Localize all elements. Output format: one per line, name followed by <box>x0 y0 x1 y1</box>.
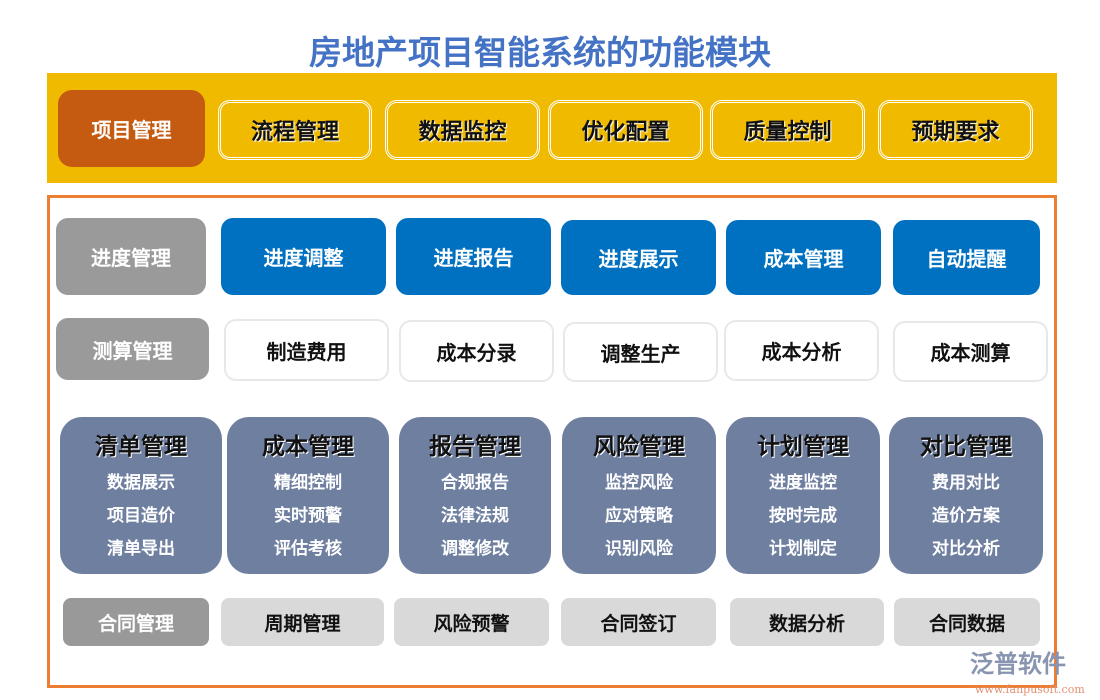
row2-head: 测算管理 <box>56 318 209 380</box>
watermark-url: www.fanpusoft.com <box>975 683 1085 696</box>
module-item: 造价方案 <box>932 506 1000 526</box>
module-item: 调整修改 <box>441 539 509 559</box>
top-item: 预期要求 <box>878 100 1033 160</box>
module-title: 对比管理 <box>920 434 1012 460</box>
module-item: 清单导出 <box>107 539 175 559</box>
row2-item: 调整生产 <box>563 322 718 382</box>
module-item: 项目造价 <box>107 506 175 526</box>
top-main-box: 项目管理 <box>58 90 205 167</box>
top-item: 流程管理 <box>218 100 372 160</box>
row1-item: 自动提醒 <box>893 220 1040 295</box>
row4-head: 合同管理 <box>63 598 209 646</box>
row1-head: 进度管理 <box>56 218 206 295</box>
module-card: 对比管理 费用对比 造价方案 对比分析 <box>889 417 1043 574</box>
row4-item: 周期管理 <box>221 598 384 646</box>
row4-item: 合同数据 <box>894 598 1040 646</box>
top-band <box>47 73 1057 183</box>
module-item: 法律法规 <box>441 506 509 526</box>
module-item: 应对策略 <box>605 506 673 526</box>
top-item: 质量控制 <box>710 100 865 160</box>
module-item: 精细控制 <box>274 473 342 493</box>
module-card: 风险管理 监控风险 应对策略 识别风险 <box>562 417 716 574</box>
row4-item: 数据分析 <box>730 598 884 646</box>
module-item: 数据展示 <box>107 473 175 493</box>
top-item: 数据监控 <box>385 100 540 160</box>
row1-item: 成本管理 <box>726 220 881 295</box>
module-item: 计划制定 <box>769 539 837 559</box>
module-item: 进度监控 <box>769 473 837 493</box>
watermark-logo: 泛普软件 <box>970 650 1066 678</box>
module-item: 实时预警 <box>274 506 342 526</box>
row2-item: 成本分析 <box>724 320 879 381</box>
module-item: 合规报告 <box>441 473 509 493</box>
module-card: 报告管理 合规报告 法律法规 调整修改 <box>399 417 551 574</box>
module-item: 费用对比 <box>932 473 1000 493</box>
module-item: 识别风险 <box>605 539 673 559</box>
module-card: 计划管理 进度监控 按时完成 计划制定 <box>726 417 880 574</box>
row2-item: 成本分录 <box>399 320 554 382</box>
module-item: 监控风险 <box>605 473 673 493</box>
module-title: 成本管理 <box>262 434 354 460</box>
module-item: 按时完成 <box>769 506 837 526</box>
row1-item: 进度报告 <box>396 218 551 295</box>
row1-item: 进度展示 <box>561 220 716 295</box>
module-title: 报告管理 <box>429 434 521 460</box>
row4-item: 合同签订 <box>561 598 716 646</box>
row4-item: 风险预警 <box>394 598 549 646</box>
row2-item: 成本测算 <box>893 321 1048 382</box>
module-item: 评估考核 <box>274 539 342 559</box>
module-title: 清单管理 <box>95 434 187 460</box>
row2-item: 制造费用 <box>224 319 389 381</box>
module-card: 清单管理 数据展示 项目造价 清单导出 <box>60 417 222 574</box>
row1-item: 进度调整 <box>221 218 386 295</box>
modules-frame <box>47 195 1057 688</box>
module-item: 对比分析 <box>932 539 1000 559</box>
module-title: 计划管理 <box>757 434 849 460</box>
module-card: 成本管理 精细控制 实时预警 评估考核 <box>227 417 389 574</box>
page-title: 房地产项目智能系统的功能模块 <box>309 33 771 72</box>
top-item: 优化配置 <box>548 100 703 160</box>
module-title: 风险管理 <box>593 434 685 460</box>
